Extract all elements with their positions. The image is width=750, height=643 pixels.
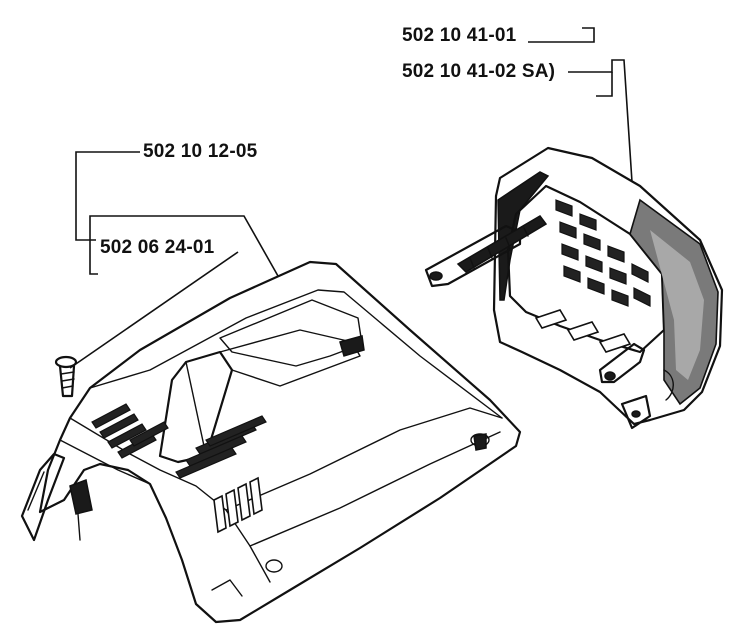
leader-lines xyxy=(69,27,633,369)
part-number-502-06-24-01: 502 06 24-01 xyxy=(100,237,215,258)
left-cover xyxy=(20,260,522,624)
part-number-502-10-12-05: 502 10 12-05 xyxy=(143,141,258,162)
screw xyxy=(54,355,78,398)
part-number-502-10-41-01: 502 10 41-01 xyxy=(402,25,517,46)
right-cover xyxy=(424,146,724,430)
part-number-502-10-41-02: 502 10 41-02 SA) xyxy=(402,61,556,82)
